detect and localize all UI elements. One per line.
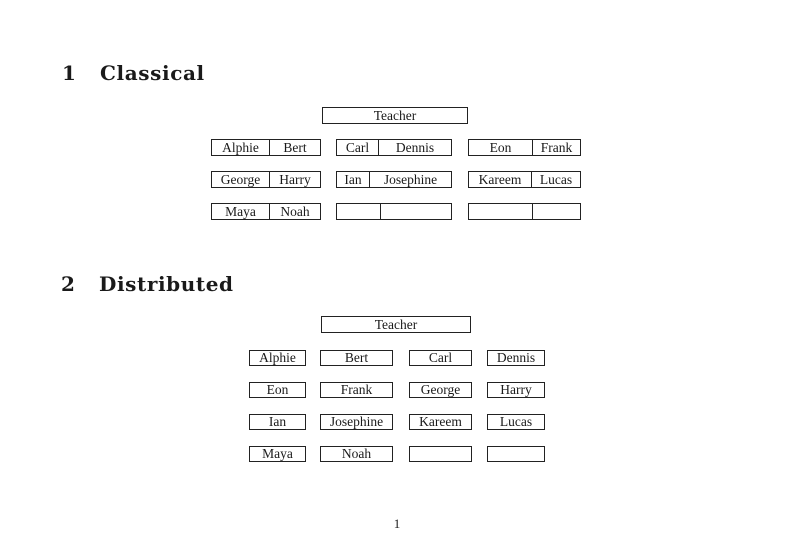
seat xyxy=(532,204,580,219)
section-title: Distributed xyxy=(99,272,234,296)
section-heading-distributed: 2 Distributed xyxy=(61,272,234,296)
seat: Josephine xyxy=(369,172,451,187)
seat: Lucas xyxy=(531,172,580,187)
section-number: 2 xyxy=(61,272,76,296)
seat xyxy=(488,447,544,461)
desk: Noah xyxy=(320,446,393,462)
seat: Harry xyxy=(269,172,320,187)
desk: Josephine xyxy=(320,414,393,430)
seat: Carl xyxy=(345,140,370,155)
section-number: 1 xyxy=(62,61,77,85)
seat: Carl xyxy=(428,351,453,365)
seat: Dennis xyxy=(496,351,536,365)
desk xyxy=(487,446,545,462)
seat: Frank xyxy=(532,140,580,155)
desk: Carl xyxy=(409,350,472,366)
seat: Noah xyxy=(269,204,320,219)
desk: Alphie xyxy=(249,350,306,366)
desk: Lucas xyxy=(487,414,545,430)
seat: Ian xyxy=(268,415,287,429)
seat: Frank xyxy=(340,383,373,397)
teacher-box: Teacher xyxy=(322,107,468,124)
desk: Frank xyxy=(320,382,393,398)
seat: Eon xyxy=(266,383,289,397)
desk: Maya xyxy=(249,446,306,462)
seat: Maya xyxy=(262,447,293,461)
page-number: 1 xyxy=(393,516,401,531)
seat: Kareem xyxy=(478,172,522,187)
seat: Eon xyxy=(489,140,512,155)
desk: Harry xyxy=(487,382,545,398)
seat: Alphie xyxy=(222,140,259,155)
desk xyxy=(336,203,452,220)
desk: Eon xyxy=(249,382,306,398)
seat: Bert xyxy=(344,351,369,365)
desk: Carl Dennis xyxy=(336,139,452,156)
seat: Ian xyxy=(344,172,362,187)
seat xyxy=(469,204,532,219)
seat: Kareem xyxy=(419,415,462,429)
desk: Eon Frank xyxy=(468,139,581,156)
desk: George xyxy=(409,382,472,398)
desk: Dennis xyxy=(487,350,545,366)
seat: Maya xyxy=(225,204,256,219)
seat: Bert xyxy=(269,140,320,155)
desk: George Harry xyxy=(211,171,321,188)
desk: Maya Noah xyxy=(211,203,321,220)
section-heading-classical: 1 Classical xyxy=(62,61,205,85)
desk: Alphie Bert xyxy=(211,139,321,156)
seat: George xyxy=(420,383,461,397)
desk: Bert xyxy=(320,350,393,366)
seat: Dennis xyxy=(378,140,451,155)
seat: Noah xyxy=(341,447,372,461)
teacher-box: Teacher xyxy=(321,316,471,333)
section-title: Classical xyxy=(100,61,205,85)
seat xyxy=(337,204,380,219)
desk xyxy=(468,203,581,220)
seat: Lucas xyxy=(499,415,533,429)
seat xyxy=(380,204,451,219)
seat: George xyxy=(220,172,261,187)
desk xyxy=(409,446,472,462)
desk: Ian Josephine xyxy=(336,171,452,188)
seat: Josephine xyxy=(329,415,384,429)
desk: Kareem xyxy=(409,414,472,430)
seat xyxy=(410,447,471,461)
desk: Kareem Lucas xyxy=(468,171,581,188)
desk: Ian xyxy=(249,414,306,430)
seat: Harry xyxy=(500,383,532,397)
seat: Alphie xyxy=(259,351,296,365)
